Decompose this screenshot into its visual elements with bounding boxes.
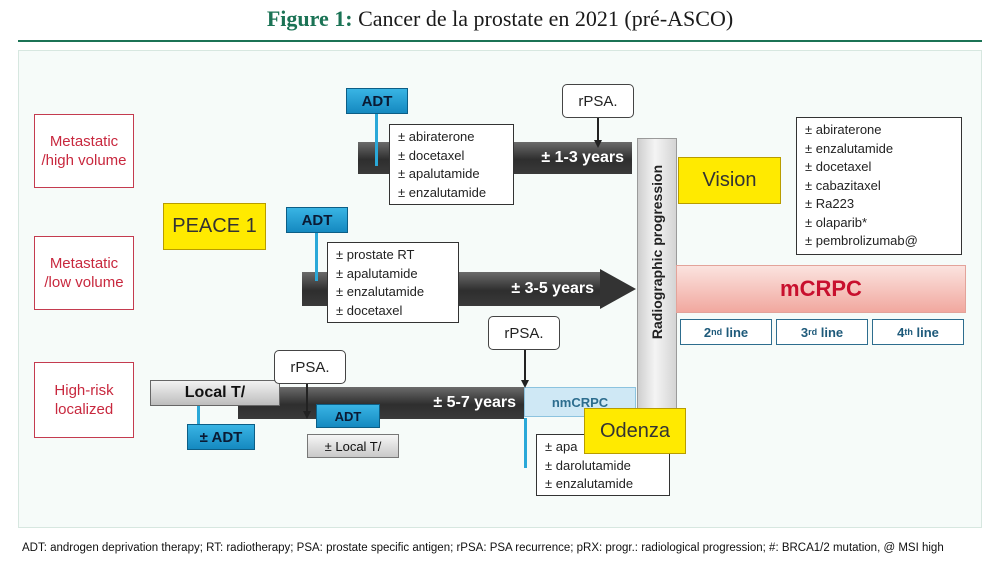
drug-item: ± apalutamide	[336, 265, 418, 281]
drug-item: ± darolutamide	[545, 457, 631, 473]
rpsa-arrow-line	[306, 384, 308, 412]
adt-tick	[375, 114, 378, 166]
drug-item: ± prostate RT	[336, 247, 415, 262]
drug-item: ± pembrolizumab@	[805, 233, 918, 248]
figure-label: Figure 1:	[266, 6, 353, 31]
trial-label: Odenza	[599, 419, 671, 442]
nmcrpc-segment: nmCRPC	[524, 387, 636, 417]
line-number: 4	[897, 324, 905, 340]
line-suffix: th	[904, 327, 913, 337]
rpsa-label: rPSA.	[290, 358, 330, 376]
timeline-bar-5-7-years: ± 5-7 years	[238, 387, 524, 419]
adt-label: ADT	[361, 92, 393, 110]
trial-vision-badge: Vision	[678, 157, 781, 204]
drug-item: ± docetaxel	[398, 147, 465, 163]
drug-item: ± apalutamide	[398, 166, 480, 181]
rpsa-arrow-line	[597, 118, 599, 142]
nmcrpc-tick	[524, 418, 527, 468]
local-therapy-box: Local T/	[150, 380, 280, 406]
line-suffix: rd	[808, 327, 818, 337]
local-label: Local T/	[184, 384, 246, 401]
drug-list-mcrpc: ± abiraterone ± enzalutamide ± docetaxel…	[796, 117, 962, 255]
category-metastatic-high-volume: Metastatic /high volume	[34, 114, 134, 188]
category-high-risk-localized: High-risk localized	[34, 362, 134, 438]
drug-item: ± abiraterone	[398, 129, 475, 144]
category-metastatic-low-volume: Metastatic /low volume	[34, 236, 134, 310]
adt-label: ADT	[301, 211, 333, 229]
duration-label: ± 5-7 years	[433, 394, 516, 411]
drug-list-row2: ± prostate RT ± apalutamide ± enzalutami…	[327, 242, 459, 323]
category-line: High-risk	[54, 381, 114, 399]
trial-label: Vision	[702, 169, 757, 191]
trial-label: PEACE 1	[172, 215, 257, 237]
rpsa-arrowhead	[303, 411, 311, 419]
adt-label: ADT	[334, 408, 362, 424]
line-suffix: nd	[711, 327, 723, 337]
drug-item: ± enzalutamide	[398, 184, 487, 200]
adt-label: ± ADT	[199, 428, 243, 446]
drug-item: ± abiraterone	[805, 122, 882, 137]
page-title: Figure 1: Cancer de la prostate en 2021 …	[0, 6, 1000, 32]
drug-list-row1: ± abiraterone ± docetaxel ± apalutamide …	[389, 124, 514, 205]
local-label: ± Local T/	[324, 438, 382, 454]
radiographic-progression-pillar	[637, 138, 677, 443]
category-line: Metastatic	[49, 132, 119, 150]
adt-badge: ADT	[286, 207, 348, 233]
optional-local-therapy-box: ± Local T/	[307, 434, 399, 458]
trial-odenza-badge: Odenza	[584, 408, 686, 454]
rpsa-box-row1: rPSA.	[562, 84, 634, 118]
category-line: Metastatic	[49, 254, 119, 272]
timeline-arrowhead	[600, 269, 636, 309]
figure-title: Cancer de la prostate en 2021 (pré-ASCO)	[358, 6, 734, 31]
rpsa-arrowhead	[521, 380, 529, 388]
rpsa-label: rPSA.	[578, 92, 618, 110]
adt-tick	[315, 233, 318, 281]
drug-item: ± apa	[545, 439, 578, 454]
duration-label: ± 1-3 years	[541, 149, 624, 166]
line-word: line	[912, 324, 939, 340]
drug-item: ± enzalutamide	[545, 476, 634, 491]
footnote: ADT: androgen deprivation therapy; RT: r…	[22, 542, 944, 554]
adt-badge: ADT	[316, 404, 380, 428]
nmcrpc-label: nmCRPC	[551, 394, 609, 410]
mcrpc-band: mCRPC	[676, 265, 966, 313]
mcrpc-label: mCRPC	[780, 276, 862, 301]
line-number: 2	[703, 324, 712, 340]
adt-badge: ADT	[346, 88, 408, 114]
title-divider	[18, 40, 982, 42]
drug-item: ± Ra223	[805, 196, 855, 211]
category-line: /low volume	[44, 274, 124, 291]
drug-item: ± enzalutamide	[336, 284, 425, 299]
drug-item: ± docetaxel	[805, 159, 872, 174]
drug-item: ± olaparib*	[805, 214, 868, 230]
adt-tick	[197, 406, 200, 424]
trial-peace1-badge: PEACE 1	[163, 203, 266, 250]
category-line: localized	[54, 401, 114, 418]
rpsa-box-left: rPSA.	[274, 350, 346, 384]
line-word: line	[722, 324, 749, 340]
line-number: 3	[800, 324, 809, 340]
drug-item: ± cabazitaxel	[805, 177, 881, 193]
radiographic-progression-label: Radiographic progression	[649, 164, 665, 340]
rpsa-box-right: rPSA.	[488, 316, 560, 350]
rpsa-arrowhead	[594, 140, 602, 148]
line-word: line	[817, 324, 844, 340]
optional-adt-badge: ± ADT	[187, 424, 255, 450]
category-line: /high volume	[41, 152, 127, 169]
rpsa-label: rPSA.	[504, 324, 544, 342]
duration-label: ± 3-5 years	[511, 280, 594, 297]
drug-item: ± enzalutamide	[805, 140, 894, 156]
rpsa-arrow-line	[524, 350, 526, 382]
drug-item: ± docetaxel	[336, 302, 403, 318]
